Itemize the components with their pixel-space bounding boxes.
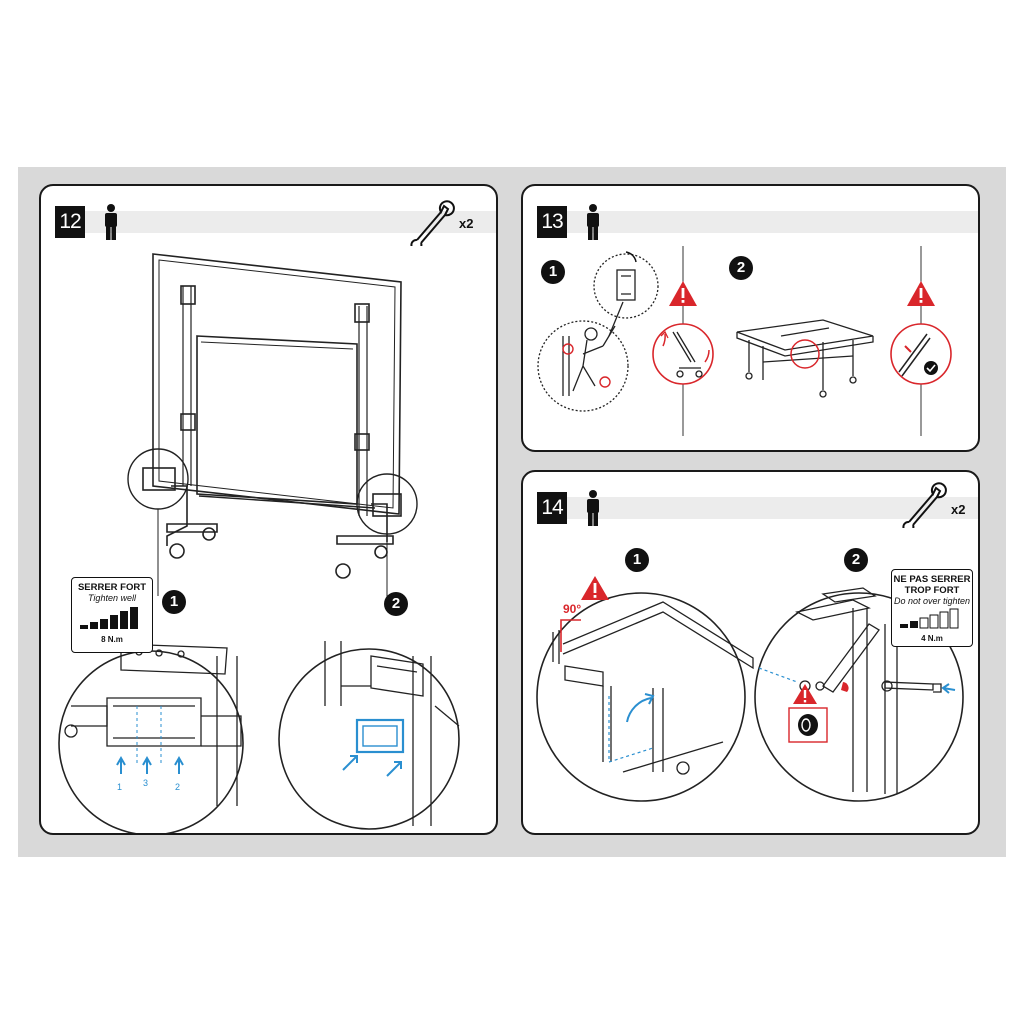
step-14-panel: 14 x2	[521, 470, 980, 835]
wrench-icon	[410, 200, 455, 246]
torque-value: 4 N.m	[921, 634, 943, 643]
substep-2-badge: 2	[736, 259, 746, 276]
substep-1-badge: 1	[548, 263, 558, 280]
torque-scale-icon	[900, 608, 959, 629]
warning-icon	[581, 576, 609, 600]
bolt-order-2: 2	[175, 782, 181, 792]
torque-scale-icon	[80, 607, 138, 629]
step-number: 12	[55, 206, 85, 238]
step-header-bar	[543, 211, 978, 233]
step-13-panel: 13	[521, 184, 980, 452]
person-icon	[105, 204, 117, 240]
warning-icon	[907, 281, 935, 306]
substep-2-badge: 2	[391, 595, 401, 612]
check-icon	[924, 361, 938, 375]
bolt-order-3: 3	[143, 778, 149, 788]
torque-fr-line2: TROP FORT	[904, 585, 960, 596]
instruction-sheet: 12 x2	[18, 167, 1006, 857]
torque-fr: SERRER FORT	[77, 582, 147, 593]
angle-label: 90°	[563, 602, 582, 616]
adjustment-illustration	[536, 548, 964, 802]
warning-icon	[669, 281, 697, 306]
torque-spec-box: SERRER FORT Tighten well 8 N.m	[71, 577, 153, 653]
step-12-panel: 12 x2	[39, 184, 498, 835]
tool-count: x2	[459, 216, 474, 231]
torque-spec-box: NE PAS SERRER TROP FORT Do not over tigh…	[891, 569, 973, 647]
bolt-order-1: 1	[117, 782, 123, 792]
person-icon	[587, 490, 599, 526]
substep-1-badge: 1	[169, 593, 179, 610]
tool-count: x2	[951, 502, 966, 517]
step-number: 13	[537, 206, 567, 238]
folding-illustration	[537, 246, 952, 436]
step-number: 14	[537, 492, 567, 524]
substep-2-badge: 2	[851, 551, 861, 568]
torque-fr-line1: NE PAS SERRER	[893, 574, 971, 585]
torque-value: 8 N.m	[101, 635, 123, 644]
step-header-bar	[543, 497, 978, 519]
warning-icon	[793, 684, 817, 704]
torque-en: Do not over tighten	[893, 596, 971, 606]
substep-1-badge: 1	[632, 551, 642, 568]
table-assembly-illustration	[58, 253, 460, 833]
torque-en: Tighten well	[88, 593, 136, 603]
step-header-bar	[61, 211, 496, 233]
person-icon	[587, 204, 599, 240]
wrench-icon	[902, 482, 947, 528]
